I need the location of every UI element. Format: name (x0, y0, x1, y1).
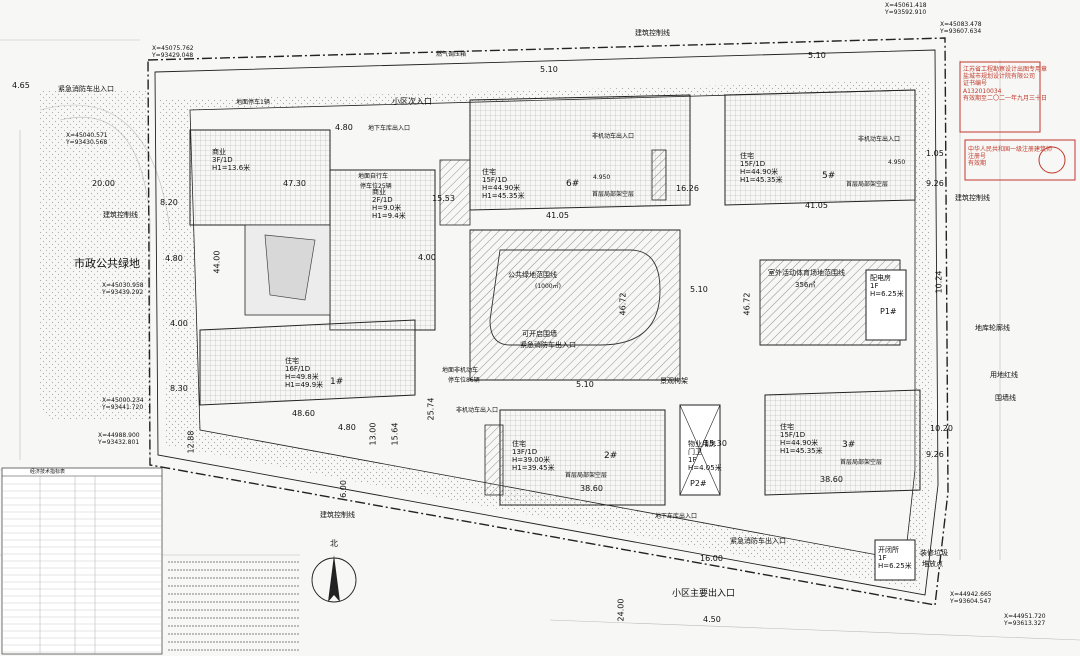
sports-area (759, 259, 901, 346)
municipal-green-hatch (40, 90, 150, 420)
garage-ramp-top (439, 159, 471, 226)
building-2-footprint (499, 409, 666, 506)
design-notes (168, 561, 300, 651)
p2-cross-2 (679, 404, 721, 496)
courtyard-feature (264, 234, 316, 301)
commercial-building-a (189, 129, 331, 226)
economic-table-rows (2, 483, 162, 653)
public-green-area (469, 229, 681, 381)
garage-ramp-bottom (484, 424, 504, 496)
wall-line (154, 49, 939, 596)
building-1-footprint (199, 319, 416, 406)
commercial-building-b (329, 169, 436, 331)
bike-ramp-top (651, 149, 667, 201)
north-arrow (311, 555, 357, 603)
design-stamp (959, 61, 1076, 181)
building-3-footprint (764, 389, 921, 496)
building-5-footprint (724, 89, 916, 206)
substation-p1 (865, 269, 907, 341)
switching-station (874, 539, 916, 581)
green-path (489, 249, 661, 346)
